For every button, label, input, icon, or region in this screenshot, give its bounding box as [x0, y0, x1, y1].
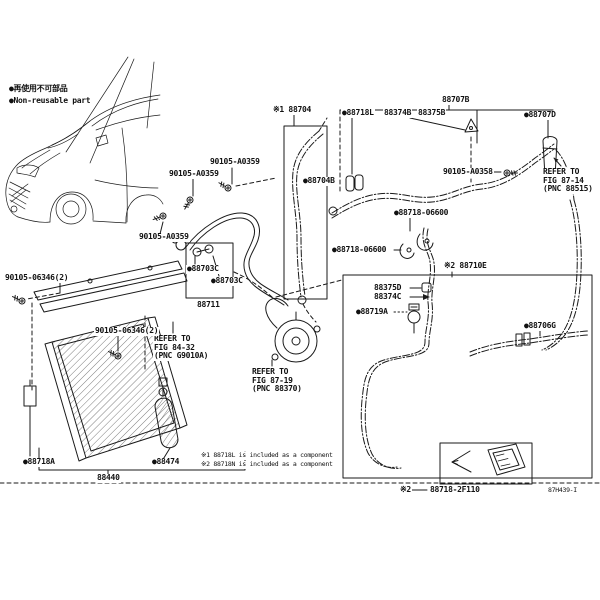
part-label-88704B: ●88704B — [302, 176, 336, 186]
part-label-88375B: 88375B — [417, 108, 447, 118]
part-label-90105-A0359-2: 90105-A0359 — [168, 169, 220, 179]
part-label-88440: 88440 — [96, 473, 121, 483]
part-label-88718L: ●88718L — [341, 108, 375, 118]
refer-note-fig-87-14: REFER TO FIG 87-14 (PNC 88515) — [542, 167, 594, 194]
footnote-2: ※2 88718N is included as a component — [200, 460, 334, 469]
part-label-88719A: ●88719A — [355, 307, 389, 317]
legend-non-reusable-en: ●Non-reusable part — [8, 96, 92, 106]
vehicle-sketch — [5, 56, 164, 225]
part-label-88718-06600-1: ●88718-06600 — [393, 208, 450, 218]
part-label-88707D: ●88707D — [523, 110, 557, 120]
part-label-88375D: 88375D — [373, 283, 403, 293]
part-label-90105-A0359-1: 90105-A0359 — [209, 157, 261, 167]
callout-mark-2: ※2 — [399, 485, 412, 495]
part-label-88707B: 88707B — [441, 95, 471, 105]
part-label-88710E: ※2 88710E — [443, 261, 488, 271]
refer-note-fig-84-32: REFER TO FIG 84-32 (PNC G9010A) — [153, 334, 210, 361]
part-label-88703C-2: ●88703C — [210, 276, 244, 286]
part-label-90105-06346-1: 90105-06346(2) — [4, 273, 70, 283]
part-label-88374C: 88374C — [373, 292, 403, 302]
footnote-1: ※1 88718L is included as a component — [200, 451, 334, 460]
part-label-88704: ※1 88704 — [272, 105, 313, 115]
liquid-pipe-drawing — [342, 199, 593, 479]
inset-bracket-box — [411, 442, 533, 491]
part-label-88703C-1: ●88703C — [186, 264, 220, 274]
part-label-90105-06346-2: 90105-06346(2) — [94, 326, 160, 336]
drawing-number: 87H439-I — [547, 486, 578, 495]
part-label-88474: ●88474 — [151, 457, 181, 467]
part-label-88374B: 88374B — [383, 108, 413, 118]
part-label-88718-06600-2: ●88718-06600 — [331, 245, 388, 255]
condenser-assembly-drawing — [10, 282, 246, 476]
part-label-90105-A0358: 90105-A0358 — [442, 167, 494, 177]
legend-non-reusable-cjk: ●再使用不可部品 — [8, 84, 69, 94]
part-label-88718-2F110: 88718-2F110 — [429, 485, 481, 495]
part-label-88718A: ●88718A — [22, 457, 56, 467]
part-label-88711: 88711 — [196, 300, 221, 310]
part-label-88706G: ●88706G — [523, 321, 557, 331]
part-label-90105-A0359-3: 90105-A0359 — [138, 232, 190, 242]
refer-note-fig-87-19: REFER TO FIG 87-19 (PNC 88370) — [251, 367, 303, 394]
